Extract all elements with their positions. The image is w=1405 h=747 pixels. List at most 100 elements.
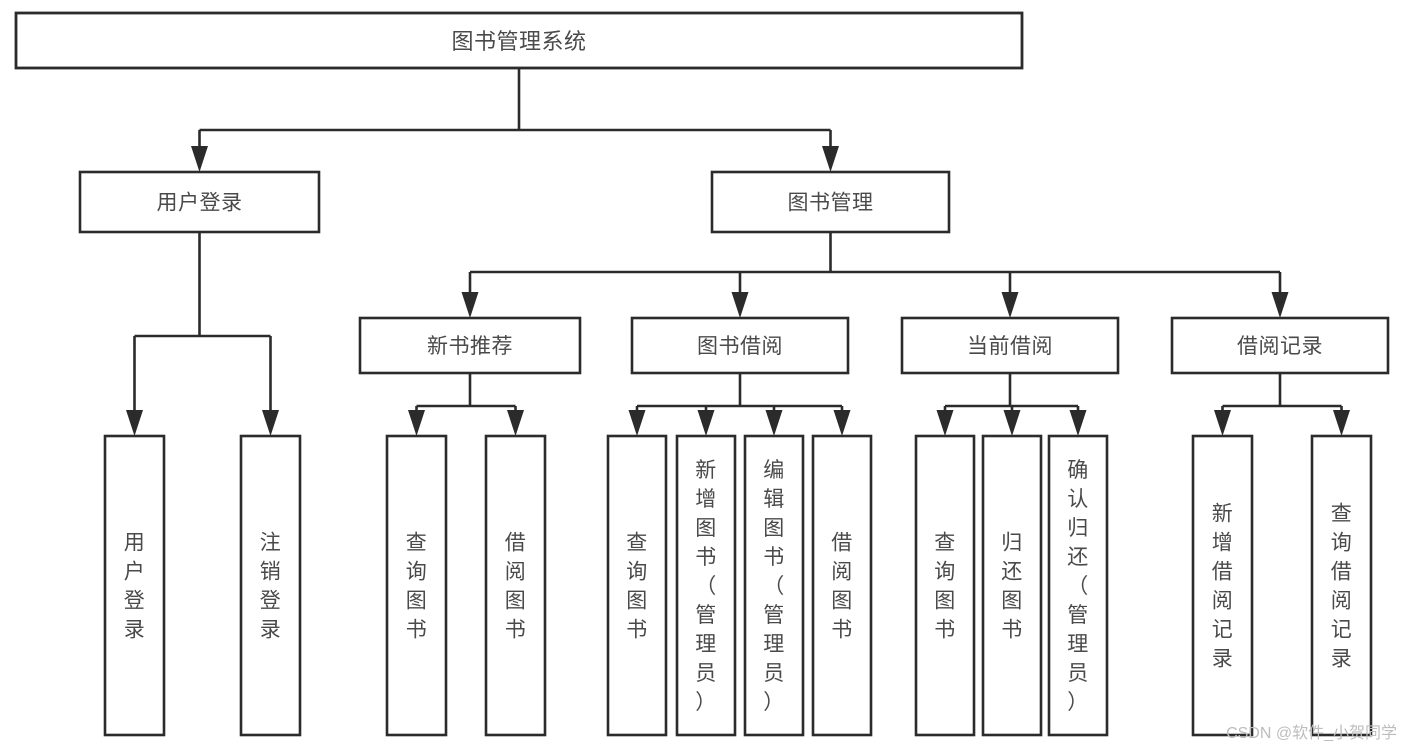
node-leaf-cu-return[interactable]: 归还图书	[981, 434, 1043, 737]
node-leaf-cu-query[interactable]: 查询图书	[914, 434, 976, 737]
node-label-char: ）	[695, 691, 717, 714]
node-label-char: 书	[505, 619, 527, 642]
node-label: 查询图书	[406, 532, 428, 642]
node-leaf-bo-query[interactable]: 查询图书	[606, 434, 668, 737]
node-record[interactable]: 借阅记录	[1170, 316, 1390, 375]
node-label-char: 新	[1212, 503, 1234, 526]
node-newbook[interactable]: 新书推荐	[358, 316, 582, 375]
node-label-char: 增	[1212, 532, 1234, 555]
node-leaf-bo-lend[interactable]: 借阅图书	[811, 434, 873, 737]
connector-arrow-icon	[628, 410, 646, 436]
node-label: 新书推荐	[427, 335, 513, 358]
node-label: 图书借阅	[697, 335, 783, 358]
node-label-char: 登	[260, 590, 282, 613]
node-label-char: 书	[763, 546, 785, 569]
node-label-char: 辑	[763, 488, 785, 511]
connector-arrow-icon	[1333, 410, 1350, 436]
node-leaf-re-add[interactable]: 新增借阅记录	[1191, 434, 1254, 737]
node-label-char: 书	[406, 619, 428, 642]
connector-arrow-icon	[408, 410, 425, 436]
node-label-char: 借	[1331, 561, 1353, 584]
node-leaf-bo-edit[interactable]: 编辑图书（管理员）	[743, 434, 805, 737]
node-root[interactable]: 图书管理系统	[14, 11, 1024, 70]
node-label-char: 确	[1067, 459, 1089, 482]
node-label-char: 归	[1067, 517, 1089, 540]
node-borrow[interactable]: 图书借阅	[630, 316, 850, 375]
node-box	[630, 316, 850, 375]
node-box	[914, 434, 976, 737]
node-label-char: 新	[695, 459, 717, 482]
node-leaf-re-query[interactable]: 查询借阅记录	[1310, 434, 1373, 737]
node-label-char: 书	[1001, 619, 1023, 642]
node-label-char: 录	[1331, 648, 1353, 671]
node-label-char: 询	[406, 561, 428, 584]
node-leaf-cu-confirm[interactable]: 确认归还（管理员）	[1047, 434, 1109, 737]
node-label-char: 图	[934, 590, 956, 613]
node-label-char: 图	[695, 517, 717, 540]
node-label-char: 阅	[505, 561, 527, 584]
node-label-char: 录	[124, 619, 146, 642]
node-label-char: 记	[1331, 619, 1353, 642]
node-box	[811, 434, 873, 737]
connector-arrow-icon	[936, 410, 954, 436]
node-label-char: 书	[626, 619, 648, 642]
node-label-char: 阅	[1331, 590, 1353, 613]
connector-arrow-icon	[697, 410, 715, 436]
node-label-char: 图	[763, 517, 785, 540]
node-box	[606, 434, 668, 737]
node-label-char: 询	[934, 561, 956, 584]
node-leaf-bo-add[interactable]: 新增图书（管理员）	[675, 434, 737, 737]
node-box	[103, 434, 166, 737]
connector-arrow-icon	[191, 146, 208, 172]
node-label-char: 户	[124, 561, 146, 584]
node-label-char: 查	[934, 532, 956, 555]
node-leaf-user-logout[interactable]: 注销登录	[239, 434, 302, 737]
connectors-layer	[126, 68, 1350, 436]
connector-arrow-icon	[1069, 410, 1087, 436]
node-leaf-nb-borrow[interactable]: 借阅图书	[484, 434, 547, 737]
connector-arrow-icon	[1001, 292, 1019, 318]
node-label-char: 登	[124, 590, 146, 613]
connector-arrow-icon	[1003, 410, 1021, 436]
node-login[interactable]: 用户登录	[78, 170, 321, 234]
node-label-char: 询	[626, 561, 648, 584]
node-label-char: 查	[1331, 503, 1353, 526]
node-label-char: 员	[695, 662, 717, 685]
node-label-char: 还	[1001, 561, 1023, 584]
node-box	[358, 316, 582, 375]
node-label: 当前借阅	[967, 335, 1053, 358]
node-label-char: 认	[1067, 488, 1089, 511]
node-label: 用户登录	[157, 192, 243, 215]
node-box	[78, 170, 321, 234]
node-box	[1047, 434, 1109, 737]
node-box	[239, 434, 302, 737]
node-label-char: （	[1067, 575, 1089, 598]
node-label-char: 图	[831, 590, 853, 613]
node-leaf-nb-query[interactable]: 查询图书	[385, 434, 448, 737]
node-label-char: 图	[1001, 590, 1023, 613]
node-current[interactable]: 当前借阅	[900, 316, 1120, 375]
node-label-char: 查	[626, 532, 648, 555]
node-label-char: 员	[1067, 662, 1089, 685]
node-label-char: 录	[260, 619, 282, 642]
connector-arrow-icon	[262, 410, 279, 436]
node-box	[675, 434, 737, 737]
node-label: 查询图书	[626, 532, 648, 642]
node-label-char: 编	[763, 459, 785, 482]
node-label: 新增借阅记录	[1212, 503, 1234, 671]
connector-arrow-icon	[461, 292, 479, 318]
node-label-char: 管	[763, 604, 785, 627]
node-label-char: 归	[1001, 532, 1023, 555]
connector-arrow-icon	[507, 410, 524, 436]
node-label: 用户登录	[124, 532, 146, 642]
node-label-char: 借	[505, 532, 527, 555]
node-label: 确认归还（管理员）	[1067, 459, 1089, 714]
node-bookmgmt[interactable]: 图书管理	[710, 170, 951, 234]
node-label-char: 书	[695, 546, 717, 569]
node-box	[1191, 434, 1254, 737]
connector-arrow-icon	[822, 146, 839, 172]
node-label-char: 增	[695, 488, 717, 511]
node-label-char: 管	[1067, 604, 1089, 627]
node-label-char: 管	[695, 604, 717, 627]
node-leaf-user-login[interactable]: 用户登录	[103, 434, 166, 737]
